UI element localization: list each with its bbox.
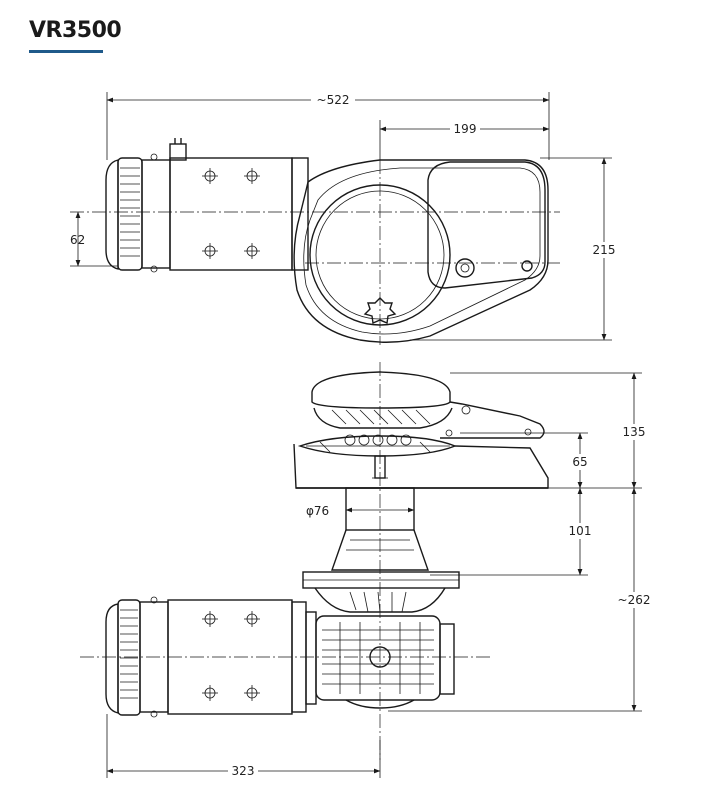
dim-motor-height: 62 (70, 233, 85, 247)
gearbox (315, 615, 455, 709)
mounting-flange (302, 571, 460, 613)
dim-overall-length: ~522 (317, 93, 350, 107)
dimension-lines-top (70, 92, 612, 341)
motor-body-top (141, 138, 309, 273)
top-view (70, 138, 560, 345)
motor-bolt-icon (202, 168, 260, 259)
dim-cap-height: 135 (623, 425, 646, 439)
chain-gypsy (297, 434, 457, 457)
side-view (80, 362, 549, 760)
deck-housing (293, 443, 549, 489)
dim-top-height: 215 (593, 243, 616, 257)
dim-gypsy-height: 65 (572, 455, 587, 469)
motor-bolt-side-icon (202, 611, 260, 701)
dim-gypsy-offset: 199 (454, 122, 477, 136)
motor-end-cap-top (105, 157, 143, 271)
page-title: VR3500 (29, 18, 122, 43)
title-underline (29, 50, 103, 53)
dim-below-deck-height: ~262 (618, 593, 651, 607)
windlass-cap (311, 371, 545, 439)
dimension-lines-side (106, 372, 642, 778)
dim-shaft-diameter: φ76 (306, 504, 329, 518)
dim-deck-thickness: 101 (569, 524, 592, 538)
windlass-housing-top (293, 159, 549, 343)
dim-motor-length: 323 (232, 764, 255, 778)
motor-end-cap-side (105, 599, 141, 716)
